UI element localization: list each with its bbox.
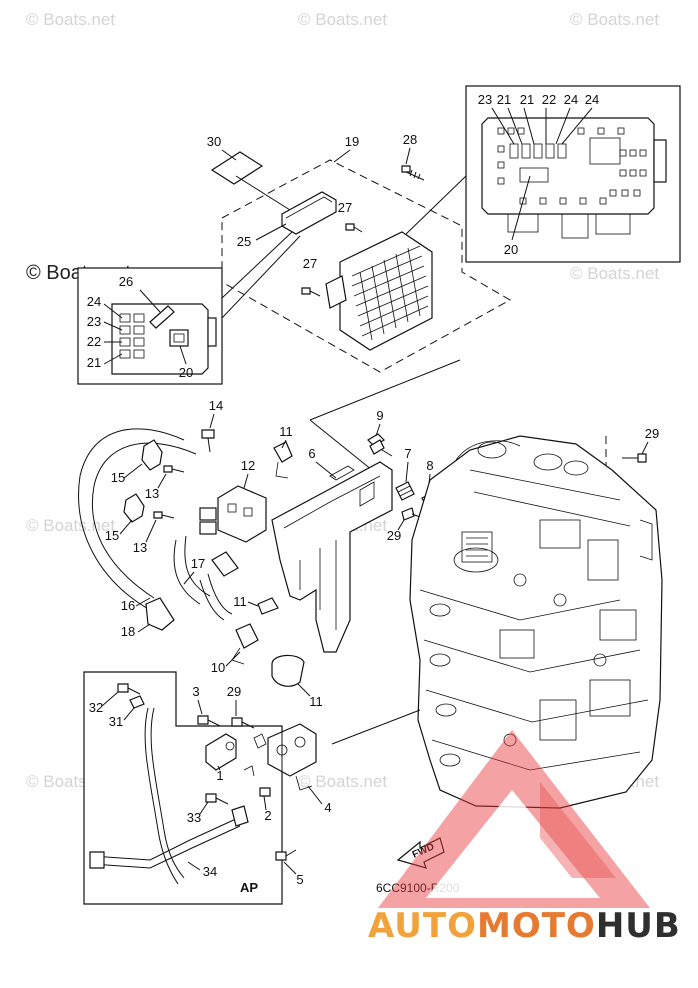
callout-22: 22 xyxy=(542,92,556,107)
callout-24: 24 xyxy=(564,92,578,107)
ecu-group: 19 30 25 28 27 27 xyxy=(207,132,512,373)
connector-inset: 26 24 23 22 21 20 xyxy=(77,267,223,385)
brand-part-hub: HUB xyxy=(595,906,681,946)
ecu-cover xyxy=(281,191,337,235)
callout-23: 23 xyxy=(87,314,101,329)
clip xyxy=(141,439,163,471)
callout-17: 17 xyxy=(191,556,205,571)
callout-20: 20 xyxy=(504,242,518,257)
callout-22: 22 xyxy=(87,334,101,349)
callout-21: 21 xyxy=(520,92,534,107)
callout-29: 29 xyxy=(387,528,401,543)
callout-4: 4 xyxy=(324,800,331,815)
cable-terminal xyxy=(89,851,105,869)
engine-block xyxy=(331,435,663,809)
callout-25: 25 xyxy=(237,234,251,249)
callout-34: 34 xyxy=(203,864,217,879)
callout-10: 10 xyxy=(211,660,225,675)
watermark: © Boats.net xyxy=(298,10,388,29)
brand-part-auto: AUTO xyxy=(368,906,477,946)
callout-14: 14 xyxy=(209,398,223,413)
callout-27: 27 xyxy=(303,256,317,271)
callout-26: 26 xyxy=(119,274,133,289)
callout-12: 12 xyxy=(241,458,255,473)
callout-20: 20 xyxy=(179,365,193,380)
callout-29: 29 xyxy=(645,426,659,441)
callout-13: 13 xyxy=(133,540,147,555)
callout-24: 24 xyxy=(87,294,101,309)
callout-21: 21 xyxy=(87,355,101,370)
callout-16: 16 xyxy=(121,598,135,613)
callout-13: 13 xyxy=(145,486,159,501)
automotohub-brand: AUTOMOTOHUB xyxy=(368,906,681,946)
starter-relay xyxy=(267,723,317,777)
callout-18: 18 xyxy=(121,624,135,639)
battery-cable-inset: AP 32 31 33 34 1 3 29 xyxy=(83,671,332,905)
callout-11: 11 xyxy=(233,594,247,609)
callout-29: 29 xyxy=(227,684,241,699)
callout-23: 23 xyxy=(478,92,492,107)
bracket xyxy=(271,461,393,653)
callout-8: 8 xyxy=(426,458,433,473)
watermark: © Boats.net xyxy=(570,264,660,283)
grommet xyxy=(395,481,415,501)
watermark: © Boats.net xyxy=(26,516,116,535)
callout-33: 33 xyxy=(187,810,201,825)
label-pad xyxy=(210,151,264,185)
watermark: © Boats.net xyxy=(26,10,116,29)
callout-30: 30 xyxy=(207,134,221,149)
callout-11: 11 xyxy=(279,424,293,439)
watermark: © Boats.net xyxy=(298,772,388,791)
ecu-unit xyxy=(339,231,433,351)
callout-28: 28 xyxy=(403,132,417,147)
callout-19: 19 xyxy=(345,134,359,149)
callout-6: 6 xyxy=(308,446,315,461)
callout-15: 15 xyxy=(111,470,125,485)
callout-11: 11 xyxy=(309,694,323,709)
callout-31: 31 xyxy=(109,714,123,729)
callout-27: 27 xyxy=(338,200,352,215)
ap-label: AP xyxy=(240,880,258,895)
callout-15: 15 xyxy=(105,528,119,543)
callout-9: 9 xyxy=(376,408,383,423)
callout-5: 5 xyxy=(296,872,303,887)
automotohub-logo-icon xyxy=(378,730,650,908)
watermark: © Boats.net xyxy=(570,10,660,29)
callout-1: 1 xyxy=(216,768,223,783)
callout-3: 3 xyxy=(192,684,199,699)
callout-2: 2 xyxy=(264,808,271,823)
relay xyxy=(217,485,267,543)
battery-bracket xyxy=(205,733,237,771)
ecu-detail-inset: 23 21 21 22 24 24 20 xyxy=(465,85,681,263)
harness-clip xyxy=(145,597,175,631)
brand-part-moto: MOTO xyxy=(476,906,596,946)
callout-24: 24 xyxy=(585,92,599,107)
clamp xyxy=(271,654,305,687)
callout-7: 7 xyxy=(404,446,411,461)
callout-32: 32 xyxy=(89,700,103,715)
callout-21: 21 xyxy=(497,92,511,107)
fwd-arrow: FWD xyxy=(396,837,445,869)
